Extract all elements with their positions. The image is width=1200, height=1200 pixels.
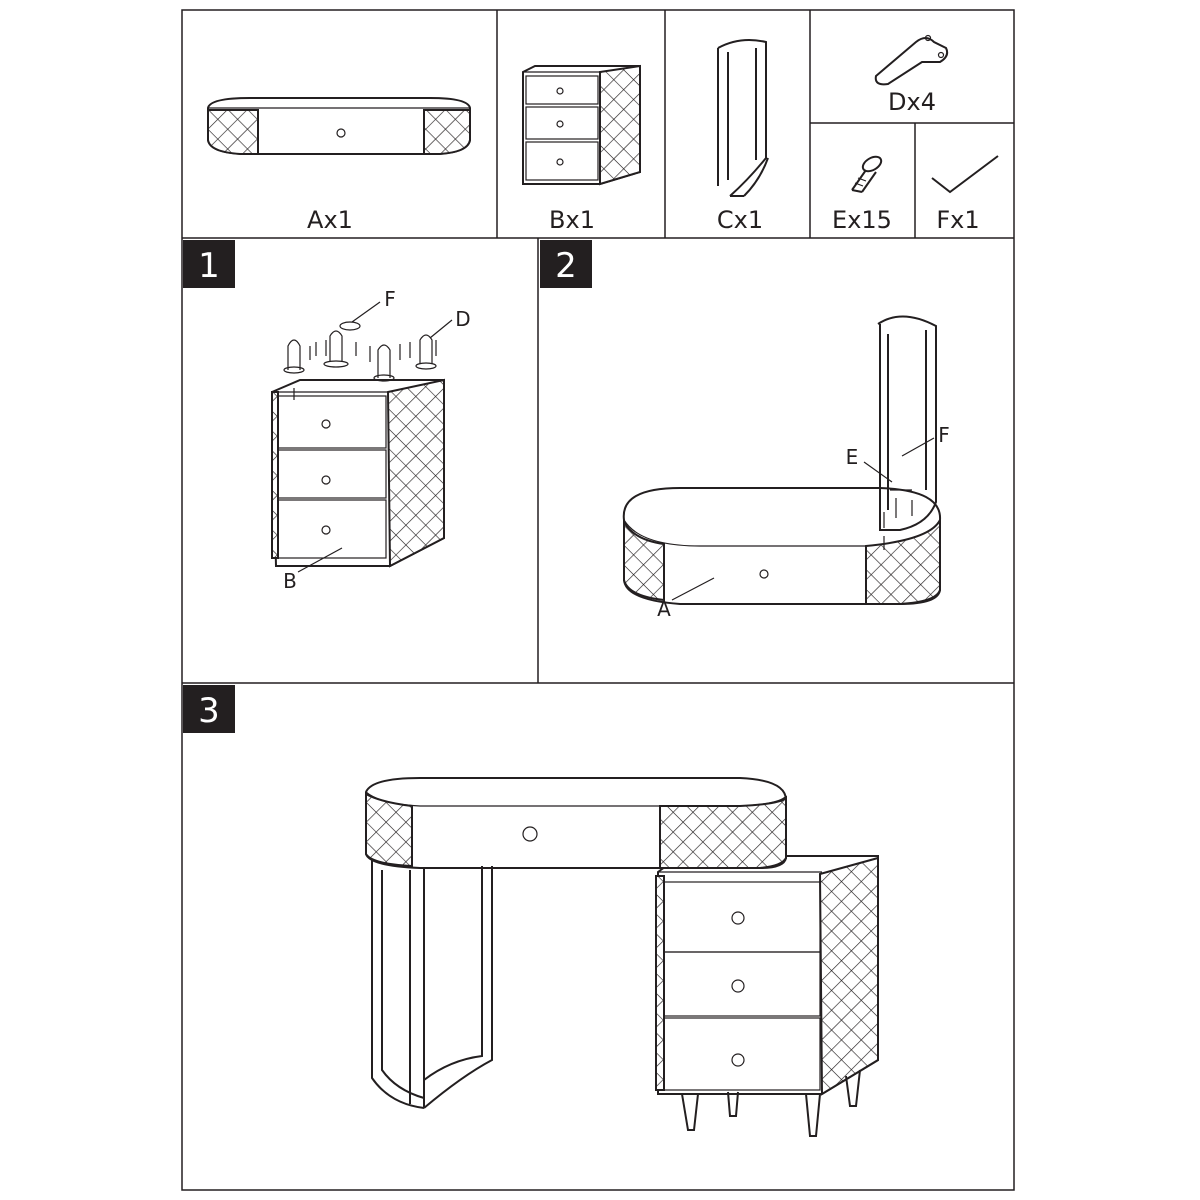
step-1-legs: [283, 321, 437, 400]
step-2-number: 2: [555, 246, 577, 286]
part-c-label: Cx1: [717, 206, 763, 234]
step-1-callout-b: B: [283, 569, 297, 593]
grid-frame: [181, 9, 1015, 1191]
part-d-leg-bracket: Dx4: [874, 34, 949, 116]
step-1-callout-d: D: [455, 307, 470, 331]
step-3-number: 3: [198, 691, 220, 731]
step-2-callout-a: A: [657, 597, 671, 621]
part-f-label: Fx1: [936, 206, 979, 234]
part-d-label: Dx4: [888, 88, 936, 116]
step-2-callout-f: F: [938, 423, 950, 447]
part-a-drawer-top: Ax1: [207, 97, 471, 234]
step-2-badge: [540, 240, 592, 288]
step-3: 3: [183, 685, 879, 1137]
part-f-allen-key: Fx1: [931, 155, 999, 234]
step-1-number: 1: [198, 246, 220, 286]
part-a-label: Ax1: [307, 206, 353, 234]
step-2-callout-e: E: [846, 445, 859, 469]
part-c-frame: Cx1: [717, 39, 769, 234]
step-1: 1 F D B: [183, 240, 471, 593]
step-2: 2 E F A: [540, 240, 950, 621]
part-e-label: Ex15: [832, 206, 892, 234]
step-1-badge: [183, 240, 235, 288]
part-b-label: Bx1: [549, 206, 595, 234]
part-b-cabinet: Bx1: [522, 64, 641, 234]
part-e-screw: Ex15: [832, 155, 892, 234]
step-1-callout-f: F: [384, 287, 396, 311]
step-3-badge: [183, 685, 235, 733]
